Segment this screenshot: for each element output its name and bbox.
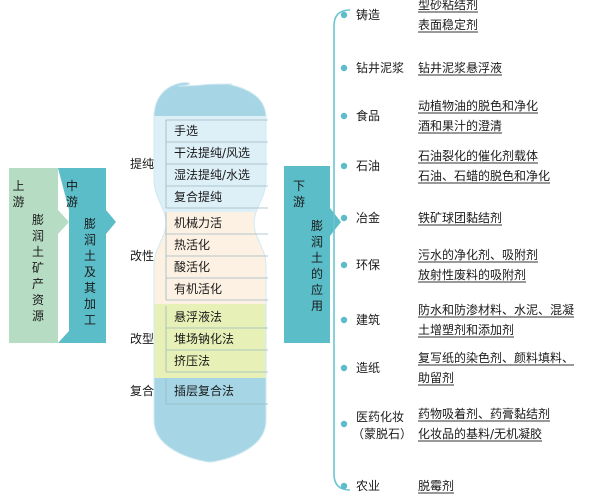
application-detail: 型砂粘结剂 <box>418 0 478 12</box>
panel-bottom-cap <box>154 404 266 462</box>
process-item: 堆场钠化法 <box>174 331 234 346</box>
process-item: 复合提纯 <box>174 189 222 204</box>
application-detail: 酒和果汁的澄清 <box>418 118 502 133</box>
application-detail: 土增塑剂和添加剂 <box>418 322 514 337</box>
downstream-title: 下游 <box>293 179 305 209</box>
process-item: 有机活化 <box>174 282 222 296</box>
process-item: 酸活化 <box>174 259 210 274</box>
application-dot <box>340 420 348 428</box>
upstream-subtitle: 膨润土矿产资源 <box>32 213 44 323</box>
upstream-arrow-shape <box>9 168 69 343</box>
downstream-box: 下游 膨润土的应用 <box>284 166 341 343</box>
application-detail: 放射性废料的吸附剂 <box>418 267 526 282</box>
application-category: 造纸 <box>356 361 380 375</box>
application-detail: 助留剂 <box>418 370 454 385</box>
upstream-box: 上游 膨润土矿产资源 <box>9 168 69 343</box>
application-detail: 钻井泥浆悬浮液 <box>418 60 502 75</box>
panel-outline <box>153 82 267 463</box>
application-category: 钻井泥浆 <box>356 60 404 75</box>
modify-band <box>154 212 266 304</box>
process-item: 机械力活 <box>174 215 222 230</box>
application-detail: 防水和防渗材料、水泥、混凝 <box>418 302 574 317</box>
application-category: 铸造 <box>356 7 380 22</box>
process-item: 插层复合法 <box>174 383 234 398</box>
application-detail: 表面稳定剂 <box>418 17 478 32</box>
application-detail: 脱霉剂 <box>418 478 454 493</box>
application-category: 医药化妆 <box>356 410 404 424</box>
application-dot <box>340 64 348 72</box>
application-detail: 复写纸的染色剂、颜料填料、 <box>418 350 574 365</box>
application-category: 农业 <box>356 479 380 493</box>
application-category: 冶金 <box>356 210 380 225</box>
midstream-arrow-shape <box>58 168 116 343</box>
application-detail: 铁矿球团黏结剂 <box>418 210 502 225</box>
midstream-subtitle: 膨润土及其加工 <box>84 217 96 327</box>
process-item: 干法提纯/风选 <box>174 145 250 160</box>
downstream-subtitle: 膨润土的应用 <box>311 219 323 313</box>
application-category: 建筑 <box>356 312 380 327</box>
application-detail: 石油裂化的催化剂载体 <box>418 148 538 163</box>
application-dot <box>340 112 348 120</box>
application-category: 环保 <box>356 258 380 272</box>
process-item: 悬浮液法 <box>174 309 222 324</box>
downstream-arrow-shape <box>284 166 341 343</box>
application-dot <box>340 261 348 269</box>
application-dot <box>340 162 348 170</box>
reform-band <box>154 304 266 378</box>
application-tree: 铸造 型砂粘结剂表面稳定剂钻井泥浆钻井泥浆悬浮液食品 动植物油的脱色和净化酒和果汁的… <box>333 0 575 494</box>
application-dot <box>340 482 348 490</box>
application-trunk-line <box>333 9 351 491</box>
group-label-3: 复合 <box>130 383 154 398</box>
application-category: 石油 <box>356 159 380 173</box>
group-label-1: 改性 <box>130 249 154 263</box>
process-item: 湿法提纯/水选 <box>174 167 250 182</box>
application-detail: 化妆品的基料/无机凝胶 <box>418 426 542 441</box>
process-item: 热活化 <box>174 238 210 252</box>
application-detail: 动植物油的脱色和净化 <box>418 98 538 113</box>
application-dot <box>340 214 348 222</box>
process-item: 手选 <box>174 124 198 138</box>
midstream-box: 中游 膨润土及其加工 <box>58 168 116 343</box>
application-detail: 药物吸着剂、药膏黏结剂 <box>418 406 550 421</box>
application-dot <box>340 11 348 19</box>
panel-top-cap <box>154 82 266 116</box>
application-dot <box>340 316 348 324</box>
application-dot <box>340 364 348 372</box>
group-label-2: 改型 <box>130 332 154 346</box>
application-category-note: （蒙脱石） <box>352 426 412 441</box>
application-detail: 石油、石蜡的脱色和净化 <box>418 168 550 183</box>
group-label-0: 提纯 <box>130 156 154 171</box>
process-item: 挤压法 <box>174 353 210 368</box>
application-category: 食品 <box>356 108 380 123</box>
composite-band <box>154 378 266 404</box>
application-detail: 污水的净化剂、吸附剂 <box>418 247 538 262</box>
upstream-title: 上游 <box>12 179 27 209</box>
midstream-title: 中游 <box>66 178 78 209</box>
